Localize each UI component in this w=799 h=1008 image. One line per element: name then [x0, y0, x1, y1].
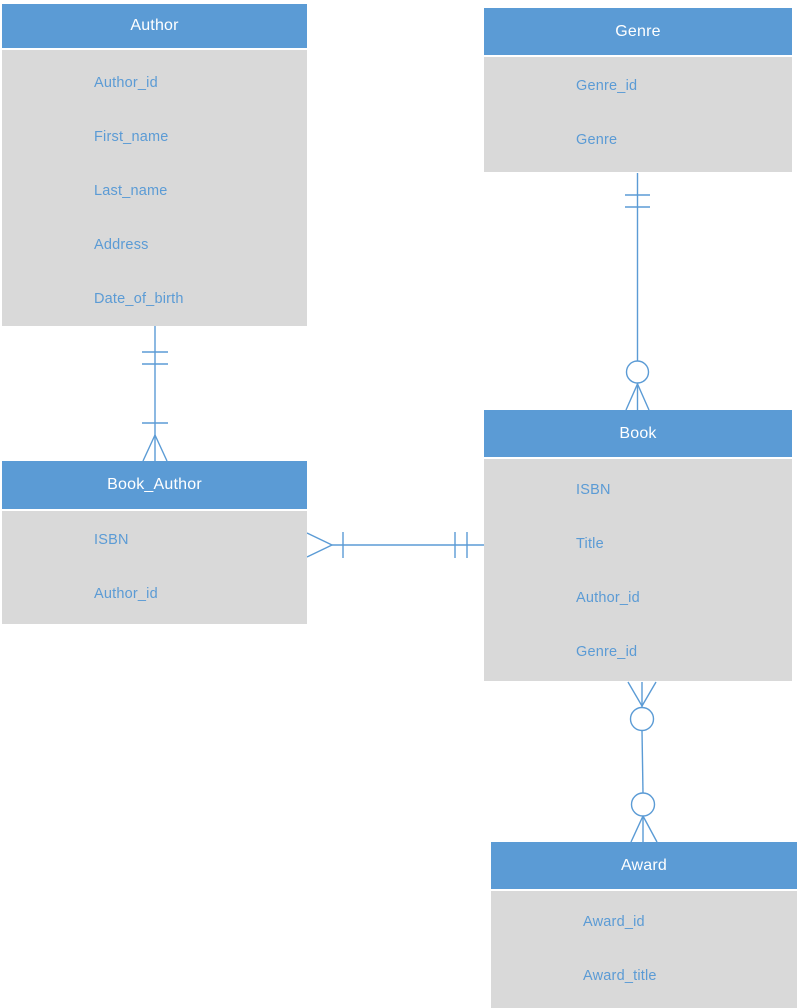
attribute-row[interactable]: Award_title	[583, 968, 657, 984]
entity-title: Book_Author	[107, 476, 202, 493]
zero-circle-icon	[629, 706, 655, 732]
entity-book-author[interactable]: Book_Author ISBN Author_id	[2, 461, 307, 624]
attribute-row[interactable]: Date_of_birth	[94, 291, 184, 307]
attribute-row[interactable]: Genre	[576, 132, 618, 148]
crowfoot-icon	[625, 382, 650, 411]
attribute-row[interactable]: Address	[94, 237, 149, 253]
connector-genre-book[interactable]	[625, 173, 650, 411]
entity-book-header[interactable]: Book	[484, 410, 792, 459]
entity-book-author-header[interactable]: Book_Author	[2, 461, 307, 511]
attribute-row[interactable]: Genre_id	[576, 78, 638, 94]
entity-author-header[interactable]: Author	[2, 4, 307, 50]
attribute-row[interactable]: Last_name	[94, 183, 168, 199]
attribute-row[interactable]: Award_id	[583, 914, 645, 930]
entity-book[interactable]: Book ISBN Title Author_id Genre_id	[484, 410, 792, 681]
attribute-row[interactable]: Author_id	[94, 75, 158, 91]
attribute-row[interactable]: Genre_id	[576, 644, 638, 660]
attribute-row[interactable]: Title	[576, 536, 604, 552]
entity-book-body: ISBN Title Author_id Genre_id	[484, 459, 792, 681]
zero-circle-icon	[625, 360, 650, 384]
attribute-row[interactable]: Author_id	[94, 586, 158, 602]
crowfoot-icon	[306, 532, 334, 558]
entity-award-body: Award_id Award_title	[491, 891, 797, 1008]
connector-bookauthor-book[interactable]	[306, 532, 484, 558]
attribute-row[interactable]: Author_id	[576, 590, 640, 606]
crowfoot-icon	[630, 815, 658, 843]
entity-title: Genre	[615, 22, 661, 40]
entity-genre-header[interactable]: Genre	[484, 8, 792, 57]
entity-genre[interactable]: Genre Genre_id Genre	[484, 8, 792, 172]
connector-line	[641, 730, 644, 794]
connector-book-award[interactable]	[627, 681, 658, 843]
entity-award[interactable]: Award Award_id Award_title	[491, 842, 797, 1008]
entity-author-body: Author_id First_name Last_name Address D…	[2, 50, 307, 326]
entity-genre-body: Genre_id Genre	[484, 57, 792, 172]
entity-author[interactable]: Author Author_id First_name Last_name Ad…	[2, 4, 307, 326]
entity-book-author-body: ISBN Author_id	[2, 511, 307, 624]
entity-title: Book	[619, 424, 657, 442]
entity-title: Author	[130, 17, 179, 34]
attribute-row[interactable]: ISBN	[94, 532, 129, 548]
entity-title: Award	[620, 856, 668, 874]
entity-award-header[interactable]: Award	[491, 842, 797, 891]
connector-author-bookauthor[interactable]	[142, 325, 168, 462]
crowfoot-icon	[142, 433, 168, 462]
zero-circle-icon	[630, 792, 656, 817]
attribute-row[interactable]: First_name	[94, 129, 169, 145]
crowfoot-icon	[627, 681, 657, 707]
attribute-row[interactable]: ISBN	[576, 482, 611, 498]
